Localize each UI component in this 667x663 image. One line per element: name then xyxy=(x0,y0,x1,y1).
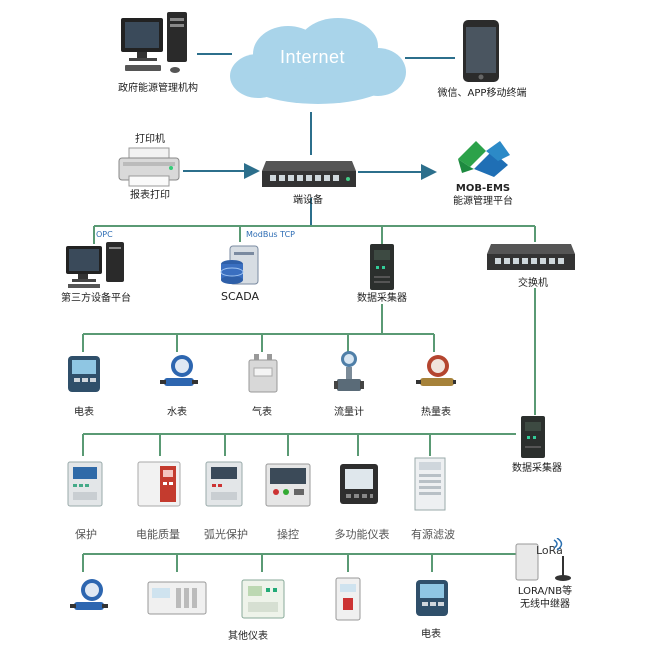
heat-meter-label: 热量表 xyxy=(421,407,451,418)
data-collector-icon xyxy=(370,244,394,290)
lora-line2-label: 无线中继器 xyxy=(520,599,570,610)
mob-ems-subtitle: 能源管理平台 xyxy=(453,196,513,207)
printer-label: 打印机 xyxy=(135,134,165,145)
report-print-label: 报表打印 xyxy=(130,190,170,201)
desktop-computer-icon xyxy=(121,12,187,73)
water-meter-icon xyxy=(70,579,108,610)
gateway-label: 端设备 xyxy=(293,195,323,206)
din-rail-module-icon xyxy=(241,579,285,619)
bottom-electric-meter-label: 电表 xyxy=(421,629,441,640)
lora-line1-label: LORA/NB等 xyxy=(517,586,573,597)
internet-label: Internet xyxy=(280,47,346,67)
gov-energy-agency-label: 政府能源管理机构 xyxy=(118,83,198,94)
network-switch-icon xyxy=(487,244,575,270)
mob-ems-logo xyxy=(458,141,510,177)
scada-server-icon xyxy=(220,245,259,285)
water-meter-label: 水表 xyxy=(167,407,187,418)
smartphone-icon xyxy=(463,20,499,82)
arc-protection-icon xyxy=(205,461,243,507)
arc-protection-label: 弧光保护 xyxy=(204,528,248,541)
printer-icon xyxy=(118,147,180,187)
gateway-device-icon xyxy=(262,161,356,187)
control-label: 操控 xyxy=(277,528,299,541)
lora-repeater-icon: LoRa xyxy=(515,538,571,581)
svg-text:LoRa: LoRa xyxy=(536,544,563,557)
scada-label: SCADA xyxy=(221,290,259,303)
data-collector-label: 数据采集器 xyxy=(357,293,407,304)
power-quality-analyzer-icon xyxy=(137,461,181,507)
power-quality-label: 电能质量 xyxy=(136,528,180,541)
electric-meter-label: 电表 xyxy=(74,407,94,418)
gas-meter-label: 气表 xyxy=(252,407,272,418)
switch-label: 交换机 xyxy=(518,278,548,289)
control-panel-icon xyxy=(265,463,311,507)
internet-cloud-icon xyxy=(230,18,406,104)
water-meter-icon xyxy=(160,355,198,386)
other-instruments-label: 其他仪表 xyxy=(228,631,268,642)
mob-ems-title: MOB-EMS xyxy=(455,183,511,194)
heat-meter-icon xyxy=(416,355,456,386)
active-filter-label: 有源滤波 xyxy=(411,528,455,541)
flow-meter-icon xyxy=(334,351,364,391)
data-collector-2-label: 数据采集器 xyxy=(512,463,562,474)
protection-label: 保护 xyxy=(75,528,97,541)
modbus-tcp-label: ModBus TCP xyxy=(246,230,295,239)
breaker-meter-icon xyxy=(335,577,361,621)
electric-meter-icon xyxy=(68,356,100,392)
desktop-computer-icon xyxy=(66,242,124,288)
data-collector-icon xyxy=(521,416,545,458)
mobile-terminal-label: 微信、APP移动终端 xyxy=(437,88,527,99)
gas-meter-icon xyxy=(248,354,278,393)
third-party-platform-label: 第三方设备平台 xyxy=(61,293,131,304)
multifunction-meter-label: 多功能仪表 xyxy=(334,528,390,541)
multifunction-meter-icon xyxy=(340,464,378,504)
protection-relay-icon xyxy=(67,461,103,507)
flow-meter-label: 流量计 xyxy=(334,407,364,418)
electric-meter-icon xyxy=(416,580,448,616)
opc-protocol-label: OPC xyxy=(96,230,113,239)
active-filter-cabinet-icon xyxy=(414,457,446,511)
din-rail-meter-icon xyxy=(147,581,207,615)
